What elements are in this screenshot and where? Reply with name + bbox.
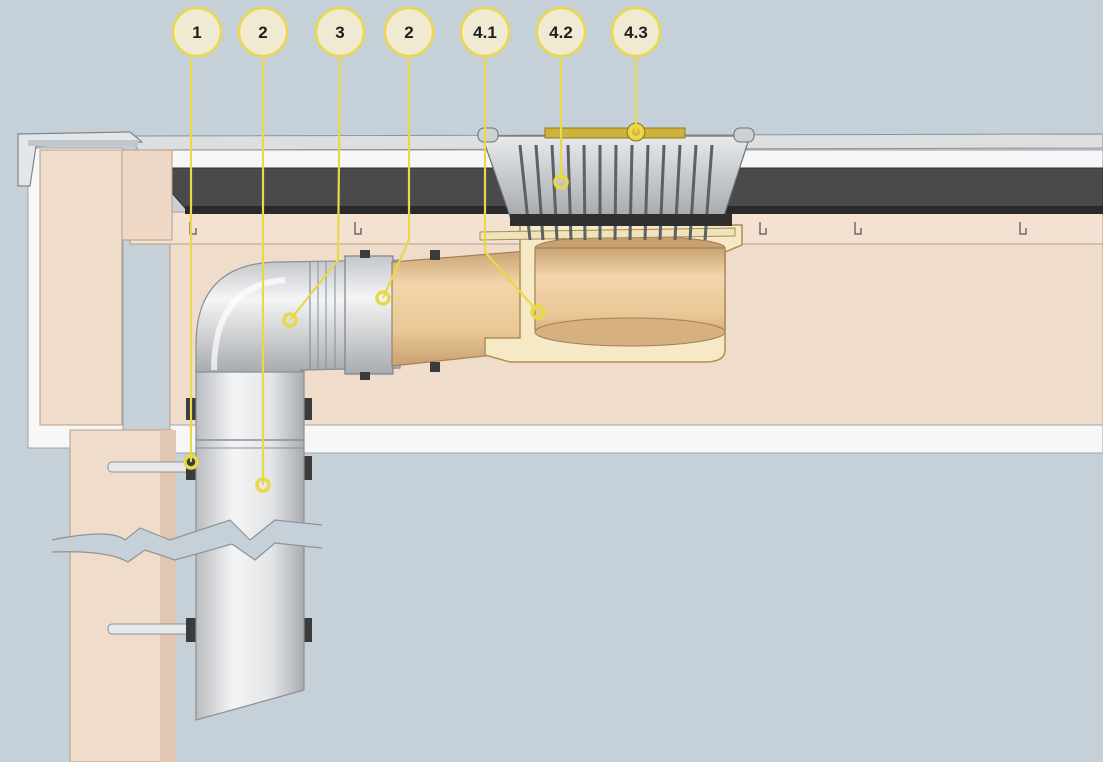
- callout-leader-2b: [381, 58, 411, 299]
- callout-circle: [171, 6, 223, 58]
- callout-badge-2a: 2: [237, 6, 289, 58]
- callout-label: 4.3: [624, 23, 648, 42]
- callout-badge-2b: 2: [383, 6, 435, 58]
- callout-badge-4.2: 4.2: [535, 6, 587, 58]
- break-line: [51, 519, 323, 563]
- callout-target-2b: [375, 290, 391, 306]
- callout-circle: [610, 6, 662, 58]
- callout-badge-1: 1: [171, 6, 223, 58]
- drain-grate: [477, 122, 755, 241]
- callout-leader-4.1: [483, 58, 539, 313]
- callout-label: 1: [192, 23, 201, 42]
- callout-label: 2: [404, 23, 413, 42]
- callout-target-4.2: [553, 174, 569, 190]
- callout-label: 4.1: [473, 23, 497, 42]
- callout-label: 4.2: [549, 23, 573, 42]
- callout-leader-3: [289, 57, 342, 321]
- elbow-pipe: [195, 250, 401, 380]
- callout-target-4.1: [530, 304, 546, 320]
- callout-target-3: [282, 312, 298, 328]
- callout-circle: [237, 6, 289, 58]
- callout-leader-lines: [183, 57, 644, 493]
- drain-body: [479, 224, 743, 363]
- callout-label: 3: [335, 23, 344, 42]
- parapet: [17, 131, 173, 449]
- callout-circle: [535, 6, 587, 58]
- callout-target-2a: [255, 477, 271, 493]
- callout-badge-4.3: 4.3: [610, 6, 662, 58]
- callout-target-4.3: [628, 124, 644, 140]
- callout-badges: 1 2 3 2 4.1 4.2 4.3: [171, 6, 662, 58]
- wall: [69, 429, 176, 762]
- callout-badge-4.1: 4.1: [459, 6, 511, 58]
- deck-clips: [189, 222, 1027, 235]
- callout-circle: [459, 6, 511, 58]
- roof-membrane-layers: [128, 133, 1103, 214]
- callout-label: 2: [258, 23, 267, 42]
- callout-badge-3: 3: [314, 6, 366, 58]
- callout-circle: [314, 6, 366, 58]
- callout-circle: [383, 6, 435, 58]
- callout-target-1: [183, 454, 199, 470]
